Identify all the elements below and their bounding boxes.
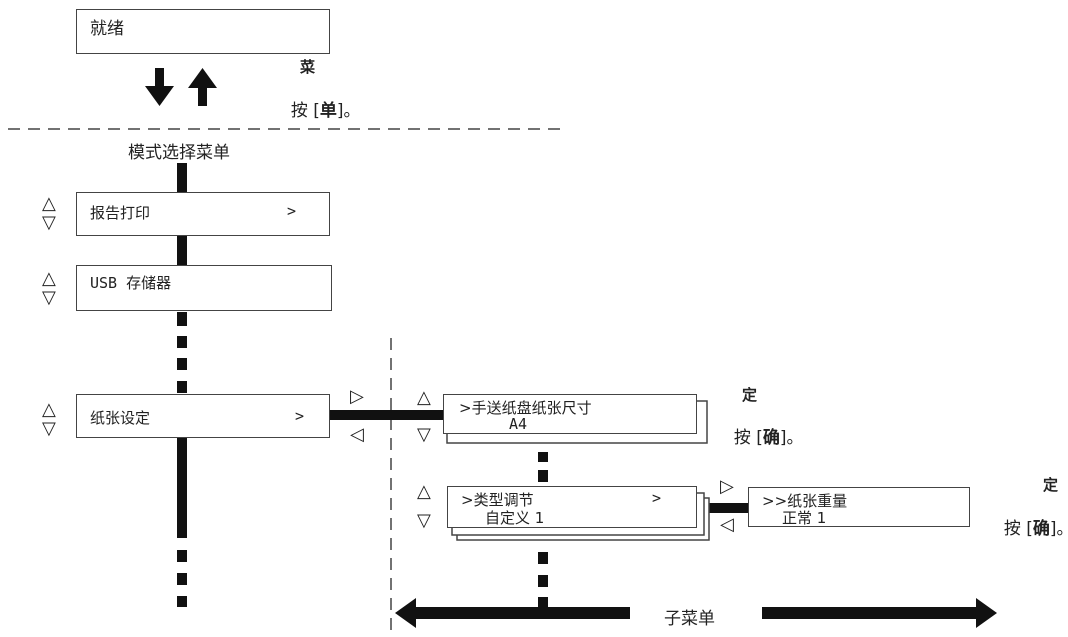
- ready-screen: 就绪: [76, 9, 330, 54]
- menu-item-paper-setting[interactable]: 纸张设定 >: [76, 394, 330, 438]
- menu-key-instruction: 按 [单]。: [290, 101, 361, 121]
- up-triangle-icon[interactable]: △: [42, 399, 56, 420]
- up-triangle-icon[interactable]: △: [42, 268, 56, 289]
- up-triangle-icon[interactable]: △: [417, 387, 431, 408]
- connector: [177, 163, 187, 193]
- menu-item-usb-storage[interactable]: USB 存储器: [76, 265, 332, 311]
- confirm-key[interactable]: 确: [1032, 519, 1050, 539]
- submenu-item-type-adjust[interactable]: >类型调节 > 自定义 1: [447, 486, 697, 528]
- chevron-right-icon: >: [295, 407, 305, 425]
- confirm-key[interactable]: 确: [762, 428, 780, 448]
- subsubmenu-item-paper-weight[interactable]: >>纸张重量 正常 1: [748, 487, 970, 527]
- up-triangle-icon[interactable]: △: [417, 481, 431, 502]
- left-triangle-icon[interactable]: ◁: [350, 424, 364, 445]
- down-triangle-icon[interactable]: ▽: [42, 287, 56, 308]
- confirm-key-instruction: 按 [确]。: [733, 428, 804, 448]
- connector: [330, 410, 445, 420]
- submenu-range-arrow: [395, 598, 997, 628]
- up-triangle-icon[interactable]: △: [42, 193, 56, 214]
- connector: [709, 503, 749, 513]
- confirm-key-top: 定: [1043, 476, 1059, 494]
- chevron-right-icon: >: [287, 202, 297, 220]
- right-triangle-icon[interactable]: ▷: [350, 386, 364, 407]
- submenu-label: 子菜单: [664, 609, 715, 629]
- arrow-up-icon: [188, 68, 217, 106]
- down-triangle-icon[interactable]: ▽: [417, 510, 431, 531]
- confirm-key-top: 定: [742, 386, 758, 404]
- menu-item-report-print[interactable]: 报告打印 >: [76, 192, 330, 236]
- menu-key-top: 菜: [300, 58, 316, 76]
- down-triangle-icon[interactable]: ▽: [417, 424, 431, 445]
- connector: [177, 236, 187, 265]
- right-triangle-icon[interactable]: ▷: [720, 476, 734, 497]
- arrow-down-icon: [145, 68, 174, 106]
- submenu-item-manual-tray-size[interactable]: >手送纸盘纸张尺寸 A4: [443, 394, 697, 434]
- down-triangle-icon[interactable]: ▽: [42, 418, 56, 439]
- confirm-key-instruction: 按 [确]。: [1003, 519, 1068, 539]
- ready-text: 就绪: [90, 19, 124, 39]
- down-triangle-icon[interactable]: ▽: [42, 212, 56, 233]
- left-triangle-icon[interactable]: ◁: [720, 514, 734, 535]
- chevron-right-icon: >: [652, 489, 662, 507]
- menu-key[interactable]: 单: [319, 101, 337, 121]
- mode-menu-title: 模式选择菜单: [128, 143, 230, 163]
